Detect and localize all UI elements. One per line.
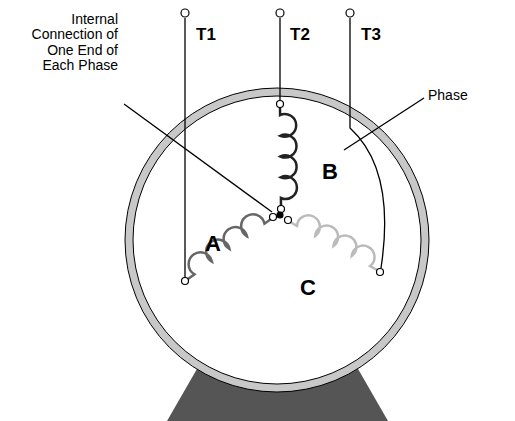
coil-end [285, 217, 292, 224]
terminal-label: T2 [290, 26, 310, 45]
leader-line [344, 98, 424, 150]
coil-end [278, 206, 285, 213]
terminal-label: T1 [196, 26, 216, 45]
lead-wire [279, 18, 280, 100]
star-point [277, 212, 283, 218]
phase-coil [280, 107, 297, 206]
callout-text: Phase [428, 88, 468, 103]
coil-end [277, 101, 284, 108]
motor-interior [133, 96, 421, 384]
terminal [276, 9, 284, 17]
coil-end [377, 269, 384, 276]
leader-line [124, 104, 272, 212]
motor-frame [125, 88, 429, 392]
terminal [346, 9, 354, 17]
terminal-label: T3 [361, 26, 381, 45]
phase-coil [290, 208, 385, 270]
phase-label: C [300, 276, 316, 300]
terminal [181, 9, 189, 17]
callout-text: Internal Connection of One End of Each P… [26, 12, 118, 74]
coil-end [270, 214, 277, 221]
phase-coil [178, 206, 271, 279]
coil-end [182, 278, 189, 285]
phase-label: A [205, 232, 221, 256]
phase-label: B [322, 160, 338, 184]
